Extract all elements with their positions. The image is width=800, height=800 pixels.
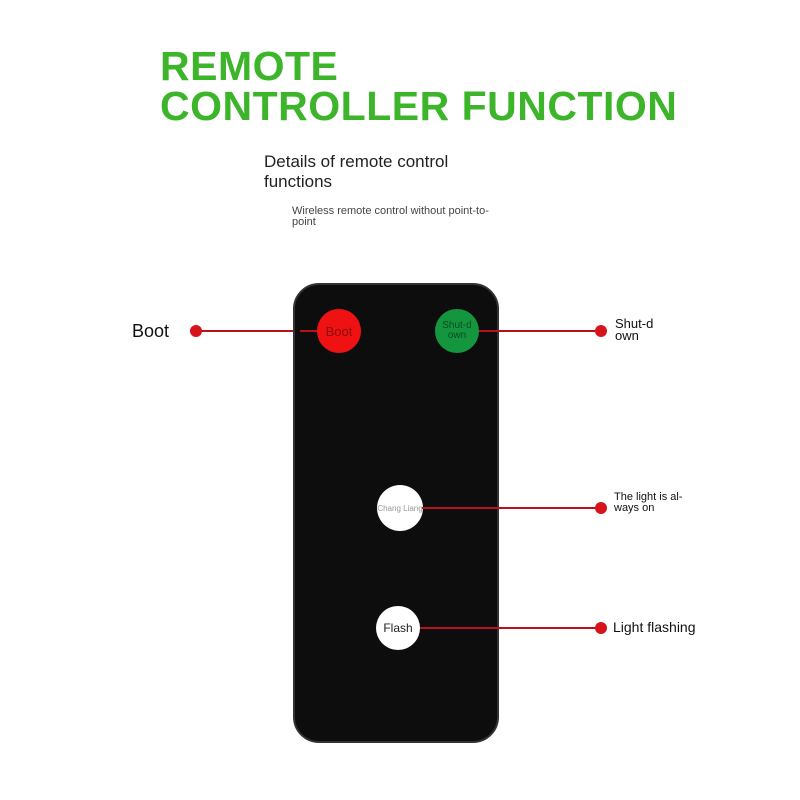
subtitle: Details of remote control functions xyxy=(264,152,449,191)
boot-button[interactable]: Boot xyxy=(317,309,361,353)
always-on-button-label: Chang Liang xyxy=(377,503,423,513)
boot-button-label: Boot xyxy=(325,323,353,339)
description: Wireless remote control without point-to… xyxy=(292,205,489,228)
always-on-callout-dot xyxy=(595,502,607,514)
always-on-callout-label: The light is al-ways on xyxy=(614,491,683,514)
shutdown-callout-label: Shut-down xyxy=(615,316,654,343)
flashing-callout-dot xyxy=(595,622,607,634)
flash-button-label: Flash xyxy=(383,621,413,635)
shutdown-callout-dot xyxy=(595,325,607,337)
flashing-callout-label: Light flashing xyxy=(613,619,696,635)
shutdown-callout-line xyxy=(457,330,601,332)
boot-callout-line xyxy=(196,330,339,332)
title-line-2: CONTROLLER FUNCTION xyxy=(160,83,678,129)
boot-callout-label: Boot xyxy=(132,321,170,341)
shutdown-button[interactable]: Shut-down xyxy=(435,309,479,353)
flashing-callout-line xyxy=(420,627,601,629)
shutdown-button-label: Shut-down xyxy=(442,320,472,341)
always-on-button[interactable]: Chang Liang xyxy=(377,485,423,531)
boot-callout-dot xyxy=(190,325,202,337)
always-on-callout-line xyxy=(422,507,601,509)
title-line-1: REMOTE xyxy=(160,43,339,89)
flash-button[interactable]: Flash xyxy=(376,606,420,650)
